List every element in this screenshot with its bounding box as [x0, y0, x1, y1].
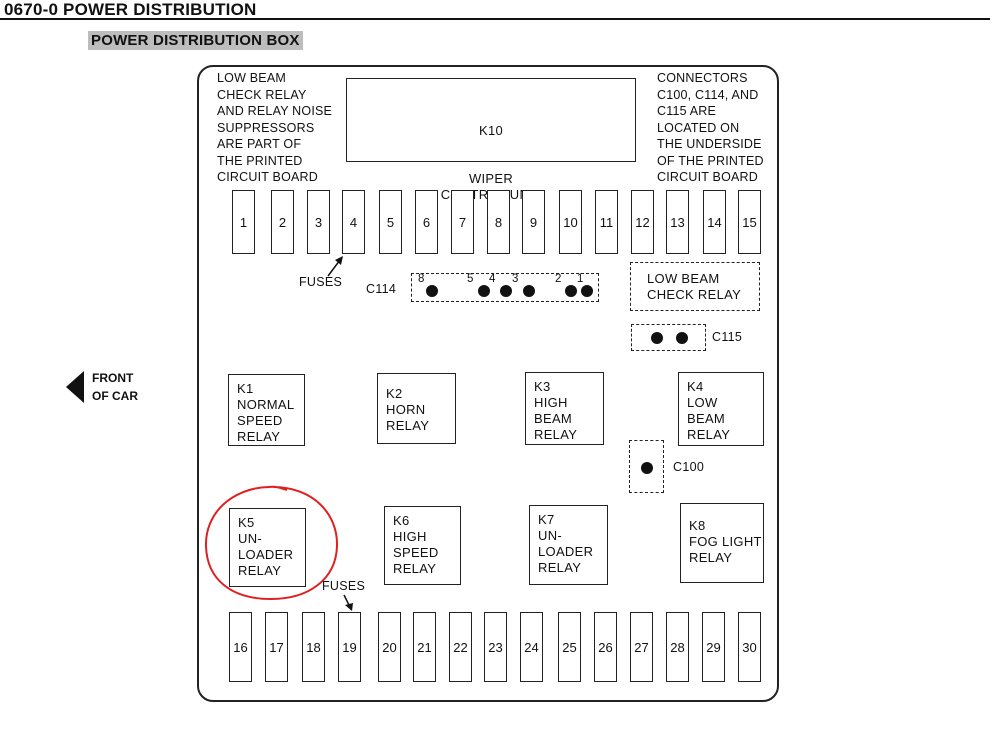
fuse-19: 19	[338, 612, 361, 682]
fuse-28: 28	[666, 612, 689, 682]
fuses-top-arrow-icon	[327, 256, 343, 277]
fuse-17: 17	[265, 612, 288, 682]
c114-pin-dot	[565, 285, 577, 297]
fuse-3: 3	[307, 190, 330, 254]
fuse-14: 14	[703, 190, 726, 254]
c114-pin-dot	[523, 285, 535, 297]
c115-pin	[651, 332, 663, 344]
fuse-23: 23	[484, 612, 507, 682]
k1-normal-speed-relay: K1 NORMAL SPEED RELAY	[228, 374, 305, 446]
distribution-box-outline	[197, 65, 779, 702]
k5-highlight-circle	[204, 485, 339, 601]
k7-unloader-relay: K7 UN- LOADER RELAY	[529, 505, 608, 585]
k8-fog-light-relay: K8 FOG LIGHT RELAY	[680, 503, 764, 583]
fuse-5: 5	[379, 190, 402, 254]
k6-high-speed-relay: K6 HIGH SPEED RELAY	[384, 506, 461, 585]
c114-pin-dot	[581, 285, 593, 297]
c100-pin	[641, 462, 653, 474]
k5-unloader-relay: K5 UN- LOADER RELAY	[229, 508, 306, 587]
fuse-9: 9	[522, 190, 545, 254]
left-note: LOW BEAM CHECK RELAY AND RELAY NOISE SUP…	[217, 71, 333, 184]
low-beam-check-relay-label: LOW BEAM CHECK RELAY	[647, 271, 742, 302]
c115-pin	[676, 332, 688, 344]
c114-connector	[411, 273, 599, 302]
c114-pin-number: 5	[467, 273, 474, 285]
c100-label: C100	[673, 460, 705, 474]
fuse-10: 10	[559, 190, 582, 254]
sub-title: POWER DISTRIBUTION BOX	[88, 31, 303, 50]
c114-label: C114	[366, 282, 397, 296]
k3-high-beam-relay: K3 HIGH BEAM RELAY	[525, 372, 604, 445]
fuse-26: 26	[594, 612, 617, 682]
c114-pin-dot	[426, 285, 438, 297]
fuse-25: 25	[558, 612, 581, 682]
fuse-2: 2	[271, 190, 294, 254]
fuse-29: 29	[702, 612, 725, 682]
c115-label: C115	[712, 330, 743, 344]
section-title: 0670-0 POWER DISTRIBUTION	[4, 0, 257, 19]
fuse-30: 30	[738, 612, 761, 682]
c114-pin-dot	[478, 285, 490, 297]
k10-id: K10	[478, 123, 504, 138]
fuse-12: 12	[631, 190, 654, 254]
fuse-27: 27	[630, 612, 653, 682]
fuses-bottom-label: FUSES	[322, 579, 366, 593]
k4-low-beam-relay: K4 LOW BEAM RELAY	[678, 372, 764, 446]
fuse-13: 13	[666, 190, 689, 254]
c114-pin-number: 1	[577, 273, 584, 285]
fuse-22: 22	[449, 612, 472, 682]
fuse-6: 6	[415, 190, 438, 254]
fuse-8: 8	[487, 190, 510, 254]
fuse-15: 15	[738, 190, 761, 254]
fuse-16: 16	[229, 612, 252, 682]
k10-wiper-control-unit: K10 WIPER CONTROL UNIT	[346, 78, 636, 202]
fuse-20: 20	[378, 612, 401, 682]
fuse-24: 24	[520, 612, 543, 682]
c114-pin-number: 2	[555, 273, 562, 285]
front-of-car-label: FRONT OF CAR	[92, 371, 138, 403]
c100-connector	[629, 440, 664, 493]
right-note: CONNECTORS C100, C114, AND C115 ARE LOCA…	[657, 71, 764, 184]
c115-connector	[631, 324, 706, 351]
c114-pin-number: 8	[418, 273, 425, 285]
c114-pin-number: 4	[489, 273, 496, 285]
front-arrow-icon	[66, 371, 84, 403]
fuse-21: 21	[413, 612, 436, 682]
fuse-7: 7	[451, 190, 474, 254]
k2-horn-relay: K2 HORN RELAY	[377, 373, 456, 444]
fuse-18: 18	[302, 612, 325, 682]
fuse-11: 11	[595, 190, 618, 254]
c114-pin-number: 3	[512, 273, 519, 285]
low-beam-check-relay-outline	[630, 262, 760, 311]
fuse-1: 1	[232, 190, 255, 254]
title-rule	[0, 18, 990, 20]
fuses-top-label: FUSES	[299, 275, 343, 289]
fuses-bottom-arrow-icon	[343, 594, 353, 611]
fuse-4: 4	[342, 190, 365, 254]
c114-pin-dot	[500, 285, 512, 297]
